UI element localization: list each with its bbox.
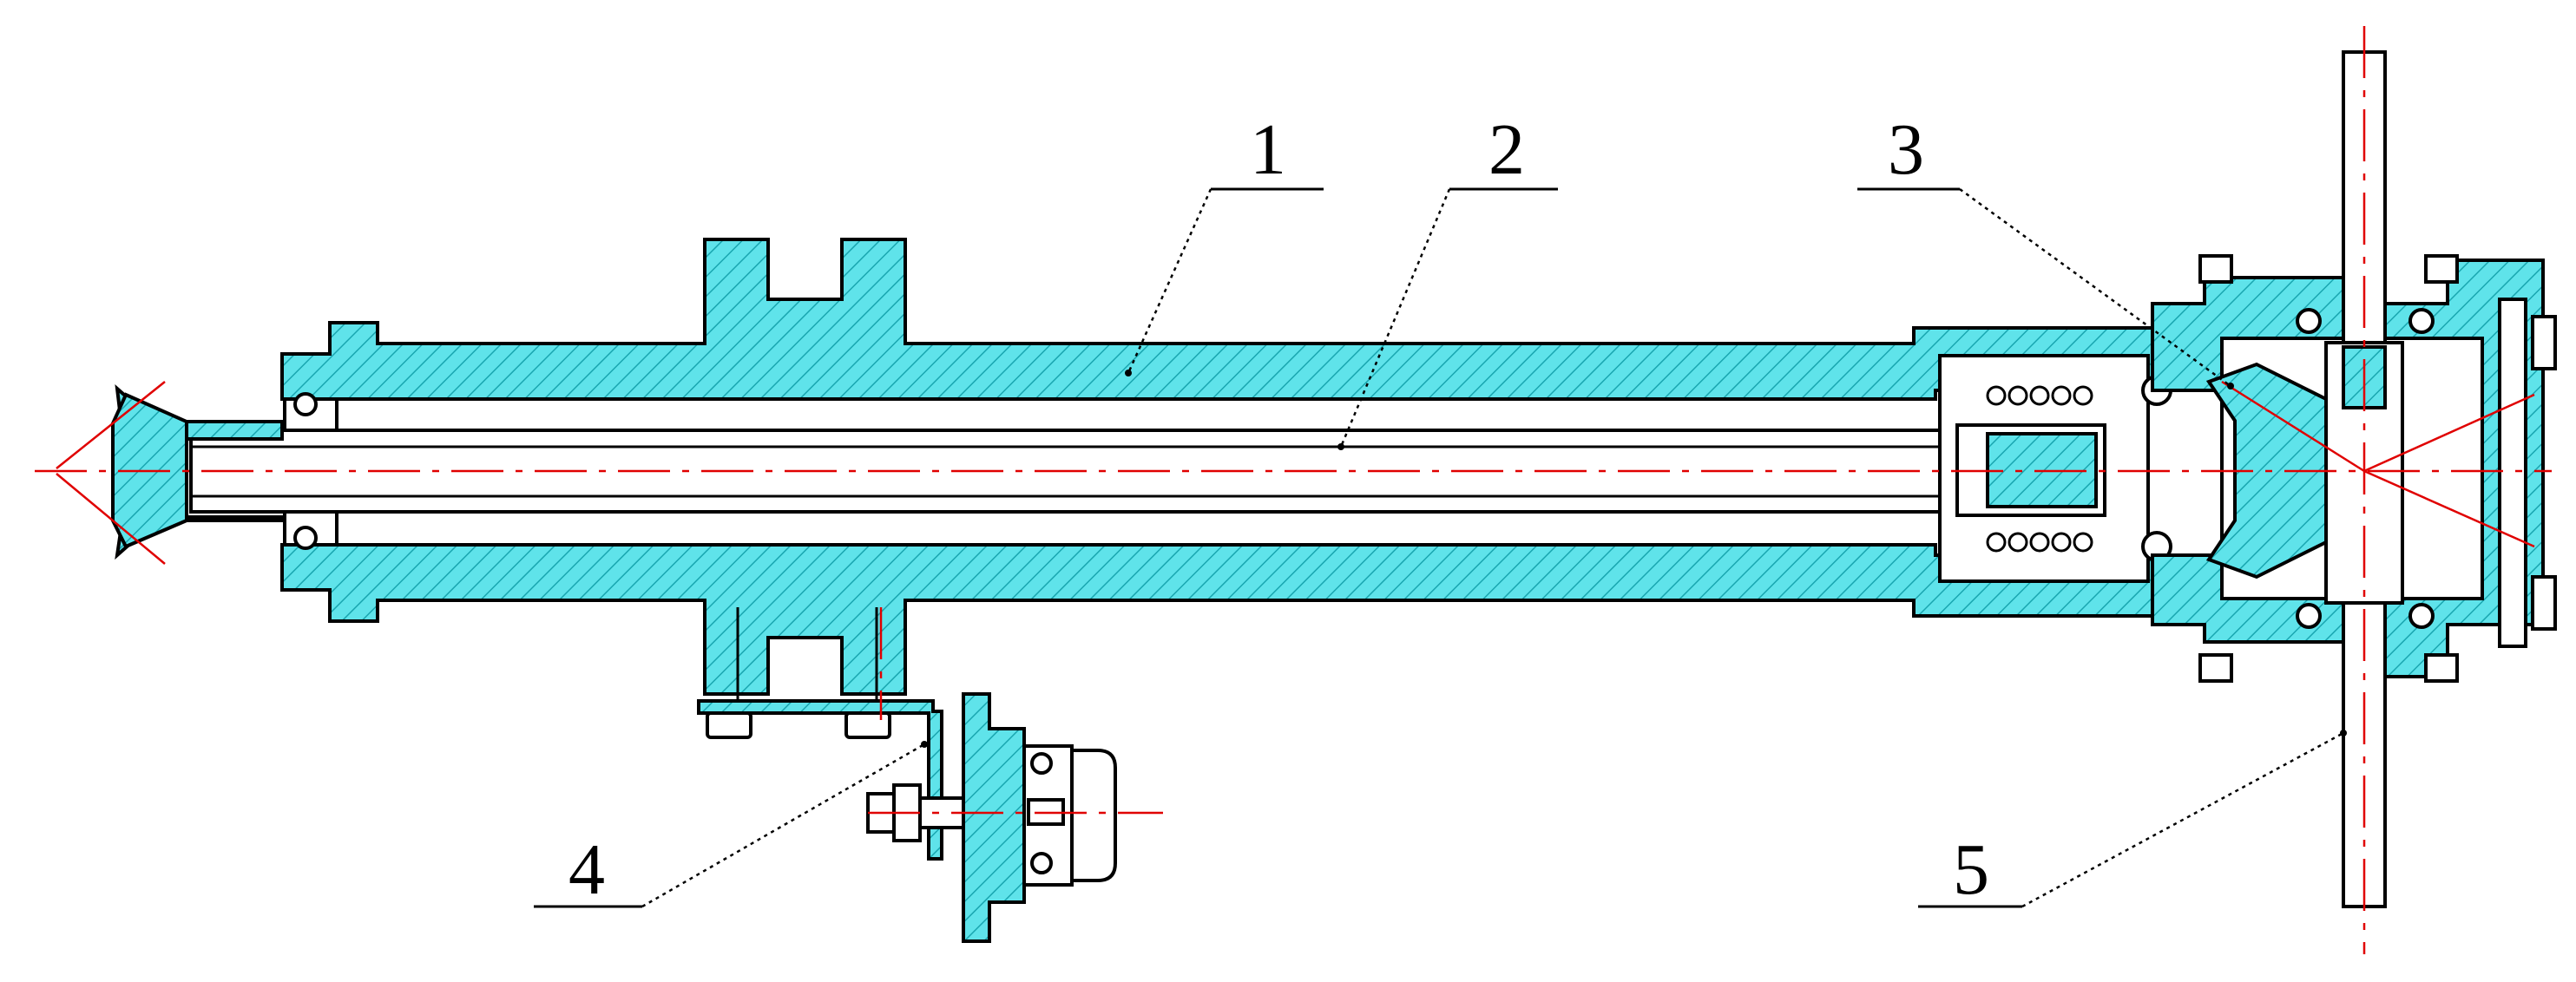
callout-1: 1 xyxy=(1250,109,1286,190)
callout-leaders xyxy=(534,187,2347,908)
housing-tube xyxy=(280,238,2154,696)
left-bevel-gear xyxy=(111,384,318,560)
callout-4: 4 xyxy=(568,829,605,910)
centerlines xyxy=(35,26,2552,954)
right-gearbox xyxy=(1938,50,2557,908)
callout-2: 2 xyxy=(1488,109,1525,190)
callout-5: 5 xyxy=(1953,829,1989,910)
spring-upper xyxy=(1986,385,2093,406)
bracket-assembly xyxy=(697,607,1117,943)
callout-3: 3 xyxy=(1888,109,1924,190)
spring-lower xyxy=(1986,532,2093,553)
